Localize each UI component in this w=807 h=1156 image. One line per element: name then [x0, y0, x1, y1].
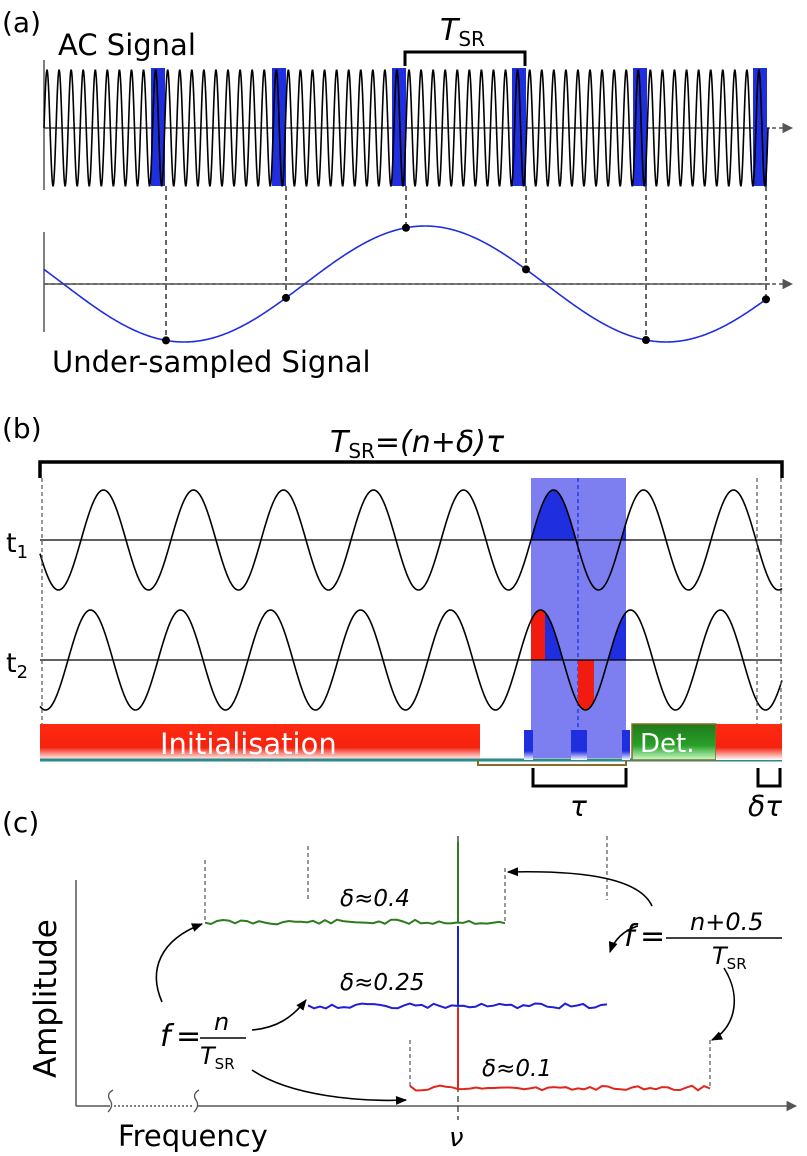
t1-pulse-fill [531, 490, 626, 540]
pulse-block-1 [524, 730, 533, 760]
formula-right: f = n+0.5 TSR [624, 908, 782, 973]
spectrum-trace-green [204, 842, 506, 926]
period-bracket [403, 50, 527, 66]
spectrum-trace-blue [307, 926, 608, 1010]
panel-b-label: (b) [2, 412, 42, 445]
formula-left-denominator: TSR [200, 1042, 235, 1073]
panel-a-label: (a) [2, 6, 41, 39]
spectrum-trace-red [409, 1008, 711, 1092]
arrow-to-blue-left [251, 999, 307, 1031]
tau-bracket [531, 768, 628, 788]
sample-dot [162, 336, 170, 345]
formula-left-numerator: n [214, 1008, 229, 1036]
formula-right-eq: = [640, 919, 665, 954]
initialisation-label: Initialisation [160, 727, 337, 761]
axis-break-mark-2 [193, 1089, 200, 1113]
period-label: TSR [440, 13, 485, 51]
pulse-baseline-step [477, 760, 627, 766]
arrow-to-green-left [155, 923, 204, 1003]
tsr-equation: TSR=(n+δ)τ [330, 425, 505, 463]
delta-tau-label: δτ [748, 790, 782, 823]
sample-dot [402, 223, 410, 232]
sample-dot [762, 295, 770, 304]
arrow-to-red-right [710, 967, 735, 1041]
t1-wave [39, 489, 783, 591]
axis-break-mark-1 [107, 1089, 114, 1113]
tsr-bracket [38, 460, 784, 478]
trace-label-red: δ≈0.1 [482, 1056, 552, 1082]
reinit-bar [716, 724, 782, 760]
undersampled-signal-label: Under-sampled Signal [52, 345, 371, 379]
detection-bar [631, 723, 717, 761]
initialisation-bar [40, 724, 480, 760]
sample-dot [522, 265, 530, 274]
sample-dots [162, 223, 770, 345]
t2-red-segment-left [531, 610, 545, 660]
x-axis-label: Frequency [118, 1119, 268, 1153]
y-axis-label: Amplitude [28, 919, 64, 1078]
center-frequency-label: ν [449, 1123, 464, 1153]
delta-tau-bracket [756, 768, 782, 788]
formula-right-denominator: TSR [712, 942, 747, 973]
arrow-to-blue-right [608, 925, 639, 954]
arrow-to-green-right [506, 867, 653, 907]
panel-a: (a) AC Signal Under-sampled Signal TSR [2, 6, 794, 379]
t1-label: t1 [6, 528, 28, 563]
sample-projection-lines [165, 186, 767, 341]
formula-left-f: f [160, 1019, 175, 1054]
panel-c: (c) Amplitude Frequency ν δ≈0.4 δ≈0.25 δ… [2, 806, 798, 1153]
ac-signal-label: AC Signal [58, 28, 196, 62]
t2-red-segment-right [578, 660, 594, 710]
trace-label-blue: δ≈0.25 [340, 970, 425, 996]
detection-label: Det. [640, 729, 694, 759]
t2-label: t2 [6, 648, 28, 683]
sample-dot [642, 336, 650, 345]
t2-wave [39, 609, 783, 711]
panel-b: (b) TSR=(n+δ)τ t1 t2 Initialisation [2, 412, 784, 823]
ac-signal-wave [43, 69, 769, 187]
formula-left: f = n TSR [160, 1008, 246, 1073]
panel-c-label: (c) [2, 806, 39, 839]
arrow-to-red-left [251, 1069, 408, 1105]
tau-label: τ [570, 790, 587, 823]
sample-dot [282, 293, 290, 302]
pulse-block-3 [622, 730, 630, 760]
formula-left-eq: = [176, 1019, 201, 1054]
t2-pulse-fill [531, 610, 626, 660]
formula-right-f: f [624, 919, 639, 954]
trace-label-green: δ≈0.4 [340, 886, 410, 912]
pulse-block-2 [571, 730, 587, 760]
formula-right-numerator: n+0.5 [690, 908, 764, 936]
